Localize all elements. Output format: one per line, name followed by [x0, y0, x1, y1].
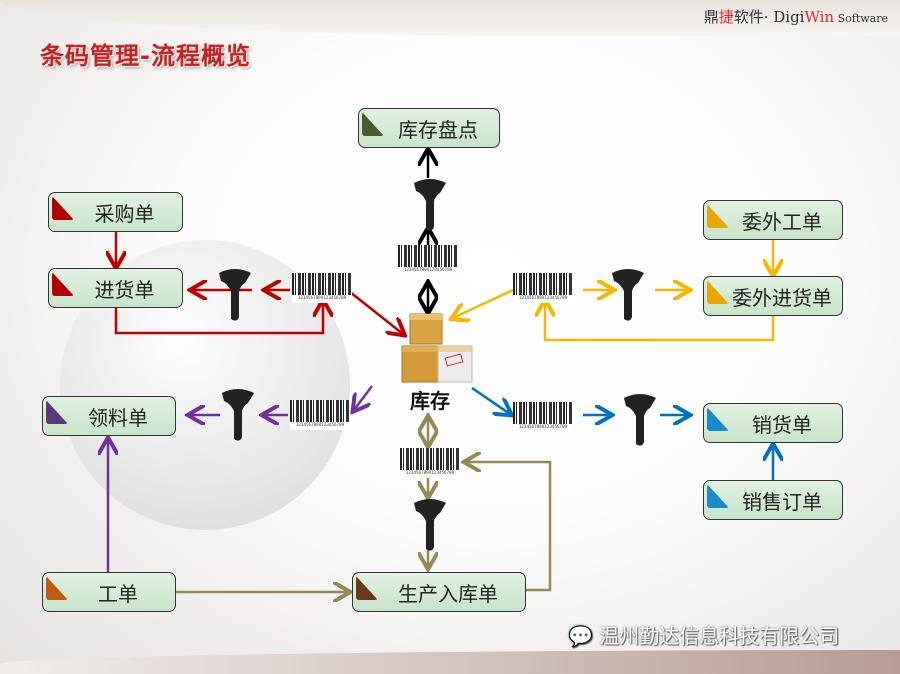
barcode-scanner-icon — [414, 499, 446, 551]
company-watermark: 💬 温州勤达信息科技有限公司 — [568, 624, 840, 648]
barcode-icon: 1234567890123456789 — [400, 448, 460, 478]
barcode-icon: 1234567890123456789 — [513, 402, 573, 432]
digiwin-logo: 鼎捷软件· DigiWin Software — [703, 8, 888, 26]
barcode-scanner-icon — [612, 269, 644, 321]
barcode-scanner-icon — [219, 269, 251, 321]
inventory-boxes-icon — [401, 313, 473, 383]
barcode-scanner-icon — [624, 394, 656, 446]
inventory-label: 库存 — [410, 389, 450, 413]
arrow-barcode-to-stock — [349, 291, 403, 334]
box-sales-order: 销售订单 — [703, 480, 843, 520]
wechat-icon: 💬 — [568, 624, 600, 648]
barcode-icon: 1234567890123456789 — [398, 245, 458, 275]
box-stocktake: 库存盘点 — [358, 108, 500, 148]
box-outsource-order: 委外工单 — [703, 200, 843, 240]
box-material-issue: 领料单 — [42, 396, 176, 436]
box-sales-delivery: 销货单 — [703, 403, 843, 443]
box-purchase-receipt: 进货单 — [48, 268, 183, 308]
barcode-icon: 1234567890123456789 — [292, 273, 352, 303]
arrow-receipt-to-barcode — [114, 302, 323, 335]
box-outsource-receipt: 委外进货单 — [703, 276, 843, 316]
slide-title: 条码管理-流程概览 — [40, 42, 251, 70]
barcode-scanner-icon — [414, 179, 446, 231]
barcode-icon: 1234567890123456789 — [290, 400, 350, 430]
box-work-order: 工单 — [42, 572, 176, 612]
barcode-scanner-icon — [222, 389, 254, 441]
barcode-icon: 1234567890123456789 — [513, 273, 573, 303]
box-production-receipt: 生产入库单 — [352, 572, 526, 612]
box-purchase-order: 采购单 — [48, 192, 183, 232]
